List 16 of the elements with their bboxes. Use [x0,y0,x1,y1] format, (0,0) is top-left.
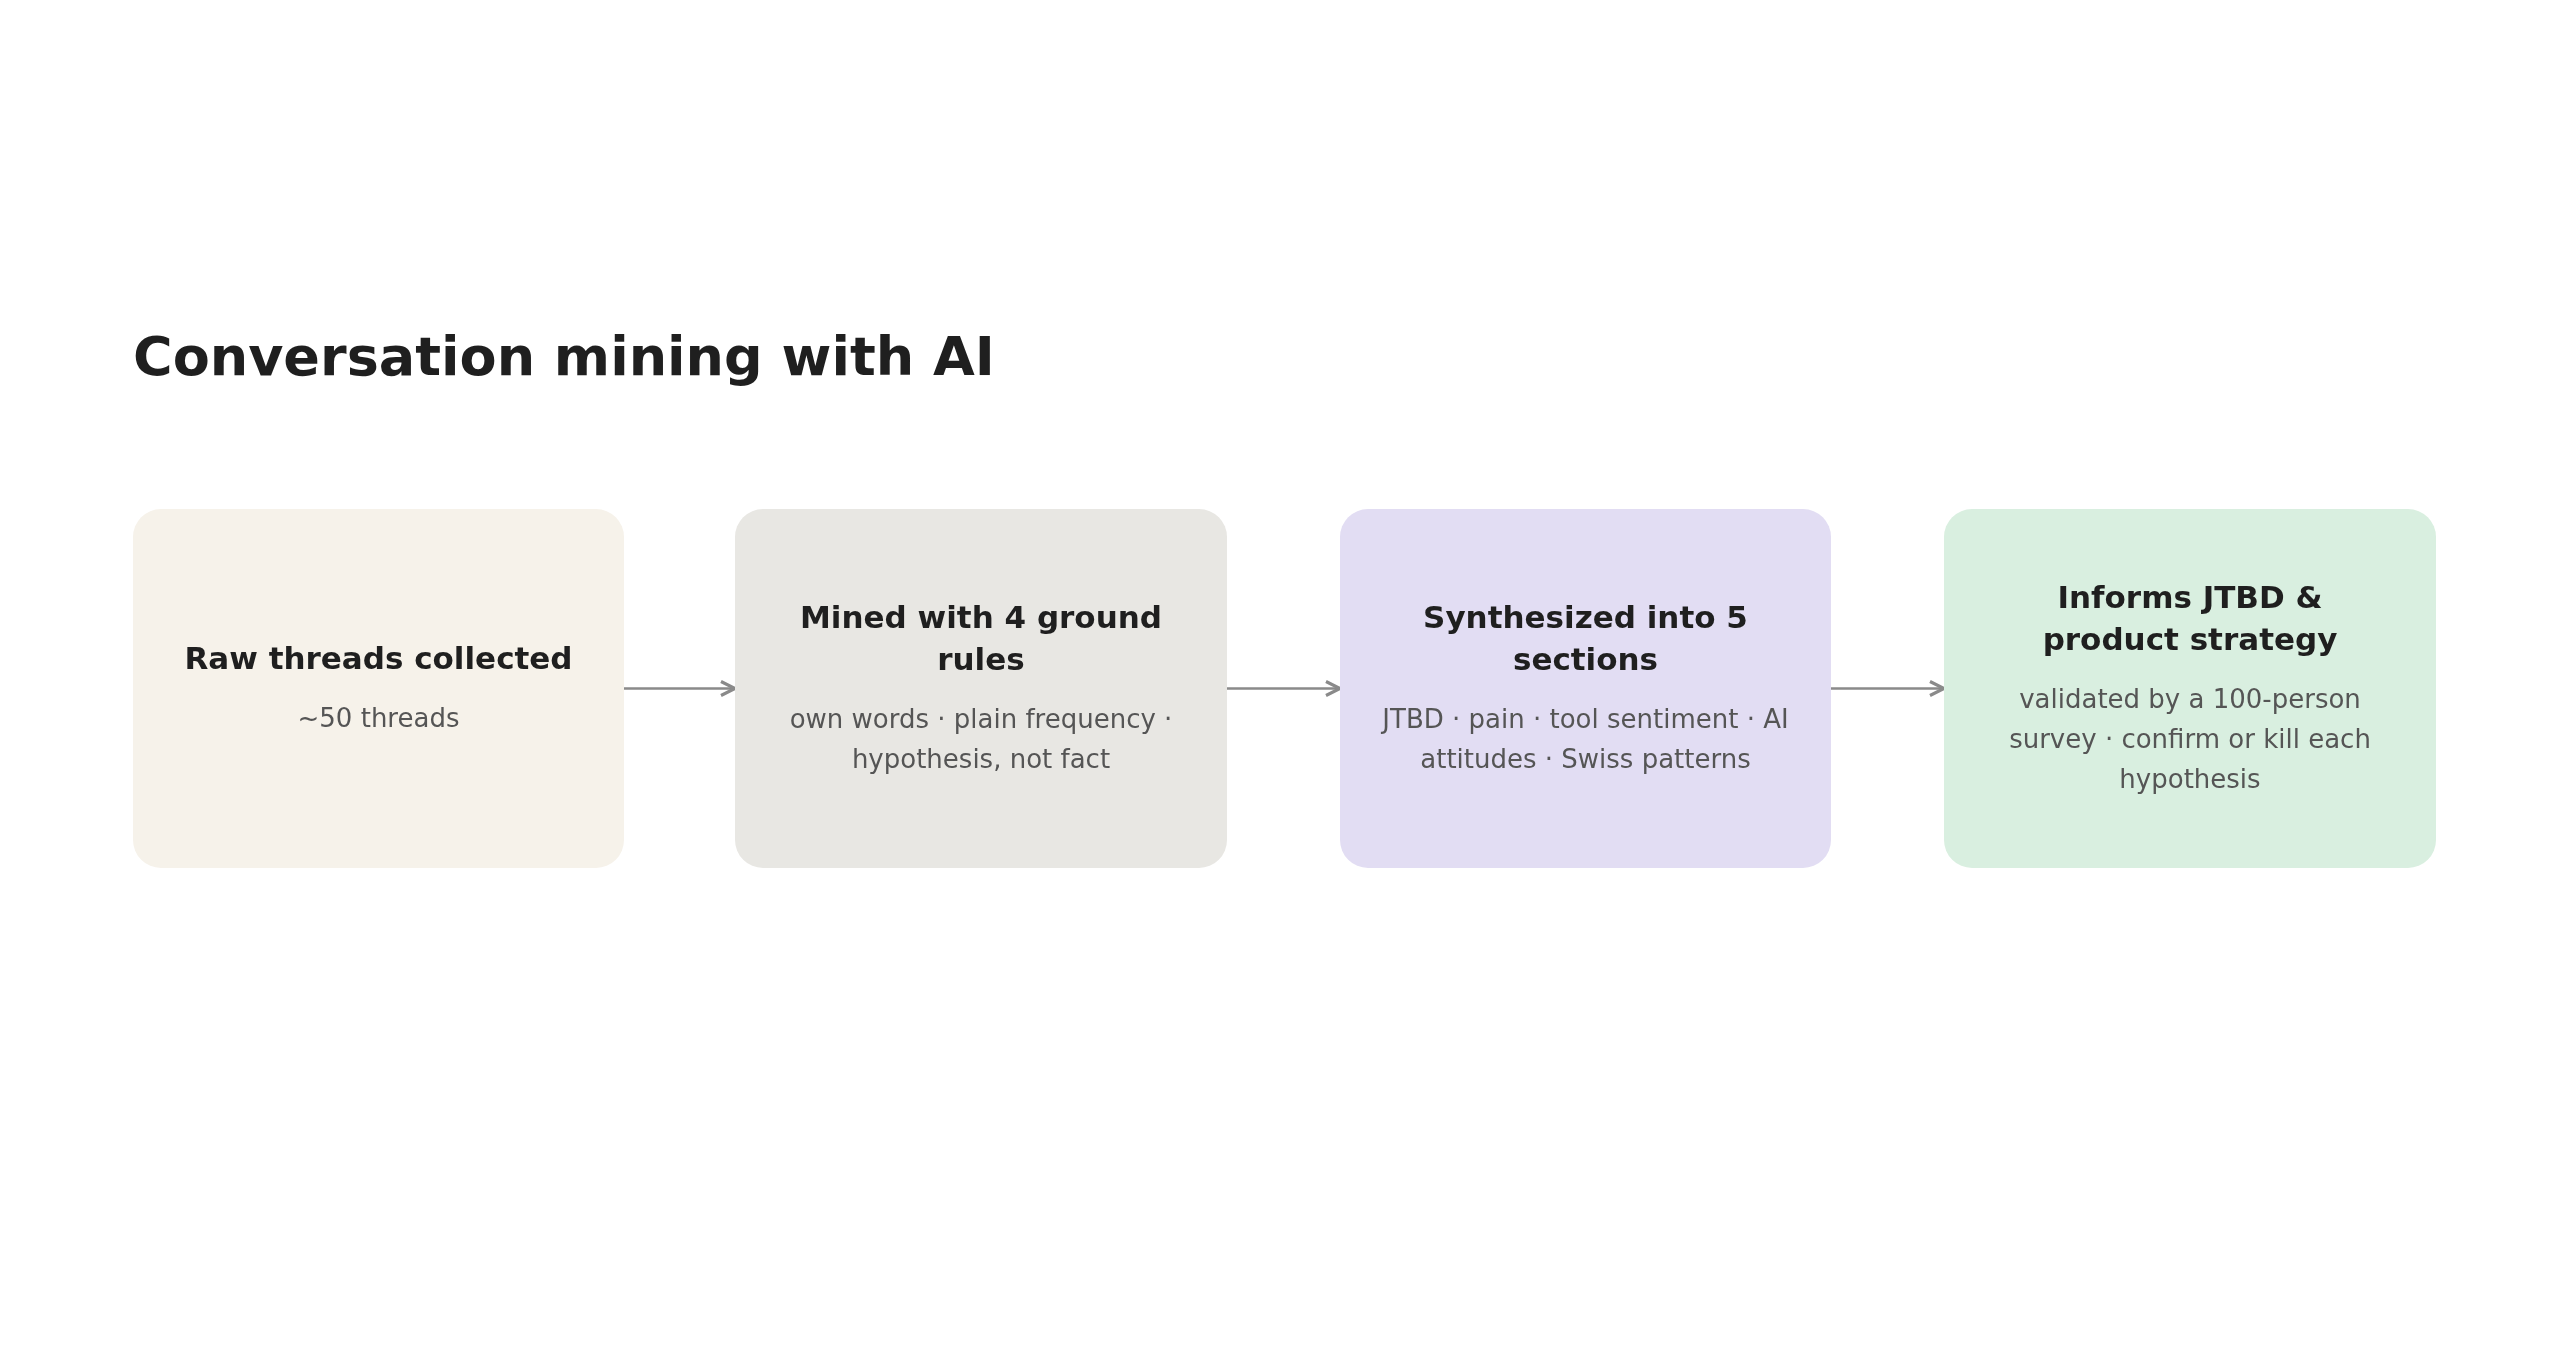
process-box [1340,509,1831,868]
arrow [1831,679,1946,698]
step-description: own words · plain frequency · hypothesis, not fact [788,703,1174,777]
step-heading: Informs JTBD & product strategy [2041,578,2339,660]
arrow [624,679,737,698]
step-heading: Raw threads collected [184,639,573,679]
step-heading: Mined with 4 ground rules [799,598,1163,680]
process-box [133,509,624,868]
arrow [1227,679,1342,698]
step-description: validated by a 100-person survey · confirm or kill each hypothesis [2008,682,2372,797]
step-heading: Synthesized into 5 sections [1422,598,1749,680]
step-description: ~50 threads [297,702,460,736]
process-box [1944,509,2436,868]
process-box [735,509,1227,868]
diagram-title: Conversation mining with AI [133,325,995,388]
step-description: JTBD · pain · tool sentiment · AI attitudes · Swiss patterns [1380,703,1790,777]
